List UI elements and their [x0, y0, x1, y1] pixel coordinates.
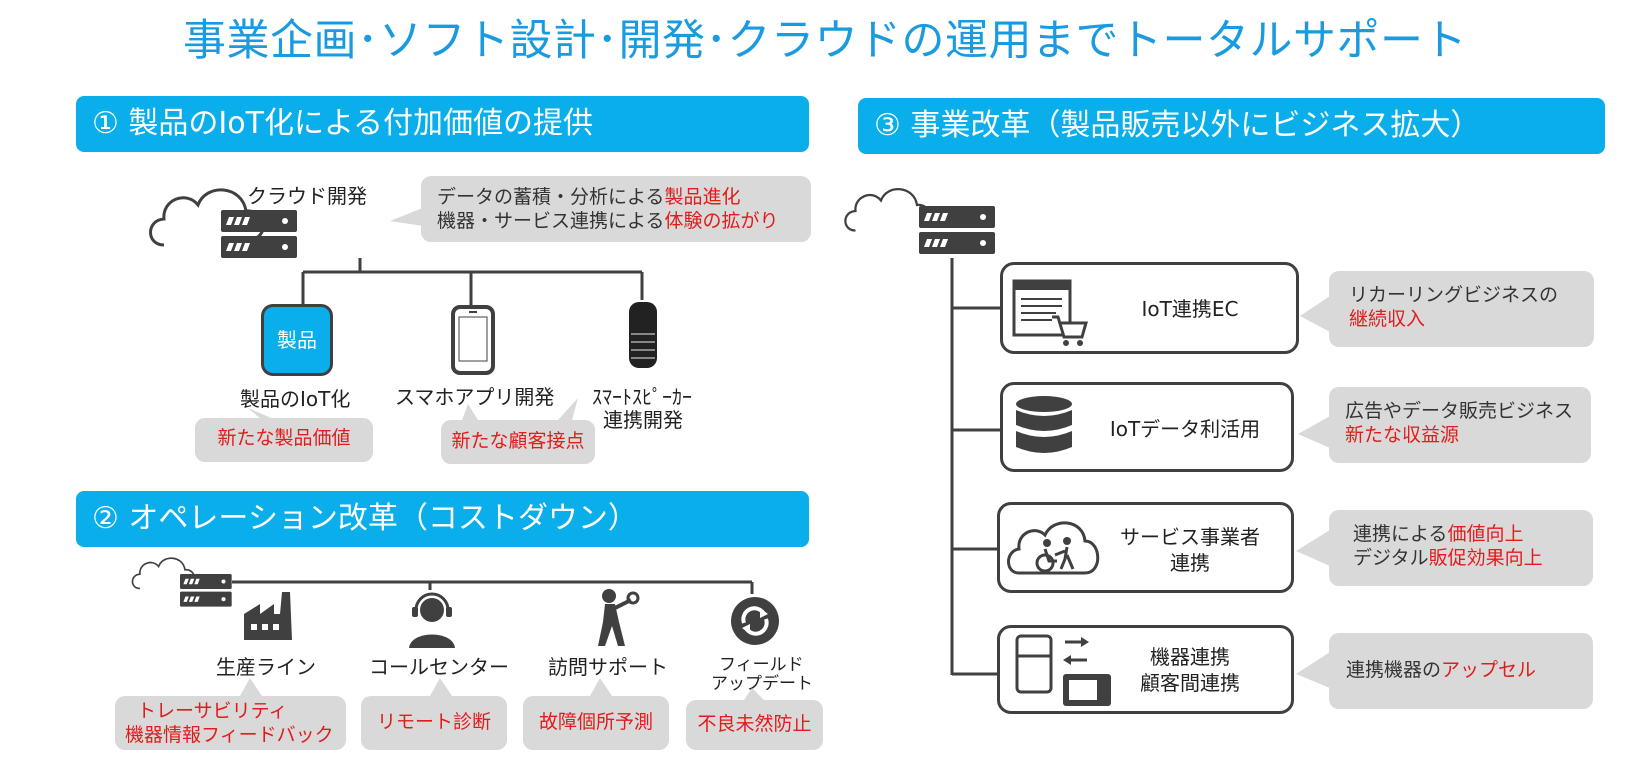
note-highlight: 販促効果向上 [1428, 547, 1543, 569]
section1-banner: ① 製品のIoT化による付加価値の提供 [76, 96, 809, 152]
database-icon [1016, 396, 1072, 453]
callout-highlight: 製品進化 [664, 186, 741, 208]
item-label: コールセンター [369, 655, 509, 679]
note-text: デジタル [1353, 547, 1429, 569]
smartphone-icon [451, 305, 495, 375]
factory-icon [244, 592, 292, 640]
sync-icon [731, 597, 779, 645]
cloud-care-icon [1007, 521, 1100, 575]
headset-operator-icon [409, 592, 455, 648]
business-label: 顧客間連携 [1140, 671, 1240, 695]
note-text: リカーリングビジネスの [1349, 284, 1559, 306]
page-title: 事業企画･ソフト設計･開発･クラウドの運用までトータルサポート [183, 16, 1467, 66]
business-label: 連携 [1170, 551, 1210, 575]
smart-speaker-icon [629, 302, 657, 368]
value-text: トレーサビリティ [137, 700, 288, 722]
callout-text: 機器・サービス連携による [437, 210, 665, 232]
item-label: 訪問サポート [548, 655, 668, 679]
business-note: 広告やデータ販売ビジネス 新たな収益源 [1329, 387, 1591, 463]
business-note: リカーリングビジネスの 継続収入 [1329, 271, 1594, 347]
item-label: ｽﾏｰﾄｽﾋﾟｰｶｰ [592, 385, 692, 409]
item-label: 連携開発 [603, 408, 683, 432]
note-text: 広告やデータ販売ビジネス [1345, 400, 1574, 422]
section1-callout: データの蓄積・分析による製品進化 機器・サービス連携による体験の拡がり [421, 176, 811, 242]
note-highlight: 継続収入 [1349, 308, 1426, 330]
business-label: 機器連携 [1150, 645, 1230, 669]
item-label: フィールド [719, 655, 804, 675]
appliance-icon [1015, 634, 1111, 706]
value-callout: 新たな製品価値 [195, 418, 373, 462]
note-highlight: アップセル [1441, 659, 1537, 681]
business-label: IoT連携EC [1141, 297, 1239, 321]
business-note: 連携機器のアップセル [1329, 633, 1593, 709]
value-callout: リモート診断 [361, 696, 507, 750]
note-highlight: 価値向上 [1447, 523, 1524, 545]
callout-text: データの蓄積・分析による [437, 186, 665, 208]
note-text: 連携機器の [1346, 659, 1442, 681]
product-icon: 製品 [261, 304, 333, 376]
value-callout: 不良未然防止 [686, 700, 823, 750]
item-label: 製品のIoT化 [240, 387, 351, 411]
callout-pointer [390, 205, 430, 227]
note-text: 連携による [1353, 523, 1448, 545]
business-note: 連携による価値向上 デジタル販促効果向上 [1329, 510, 1593, 586]
business-label: サービス事業者 [1120, 525, 1260, 549]
cloud-dev-label: クラウド開発 [247, 184, 367, 208]
value-callout: 新たな顧客接点 [441, 420, 595, 464]
item-label: 生産ライン [216, 655, 316, 679]
worker-wrench-icon [598, 589, 640, 646]
note-highlight: 新たな収益源 [1345, 424, 1460, 446]
item-label: スマホアプリ開発 [395, 385, 555, 409]
callout-highlight: 体験の拡がり [664, 210, 779, 232]
value-text: 機器情報フィードバック [125, 724, 334, 746]
business-label: IoTデータ利活用 [1109, 417, 1261, 441]
section2-banner: ② オペレーション改革（コストダウン） [76, 491, 809, 547]
item-label: アップデート [711, 674, 813, 694]
value-callout: 故障個所予測 [523, 696, 669, 750]
value-callout: トレーサビリティ 機器情報フィードバック [115, 696, 346, 750]
section3-banner: ③ 事業改革（製品販売以外にビジネス拡大） [858, 98, 1605, 154]
ecommerce-cart-icon [1012, 279, 1088, 346]
